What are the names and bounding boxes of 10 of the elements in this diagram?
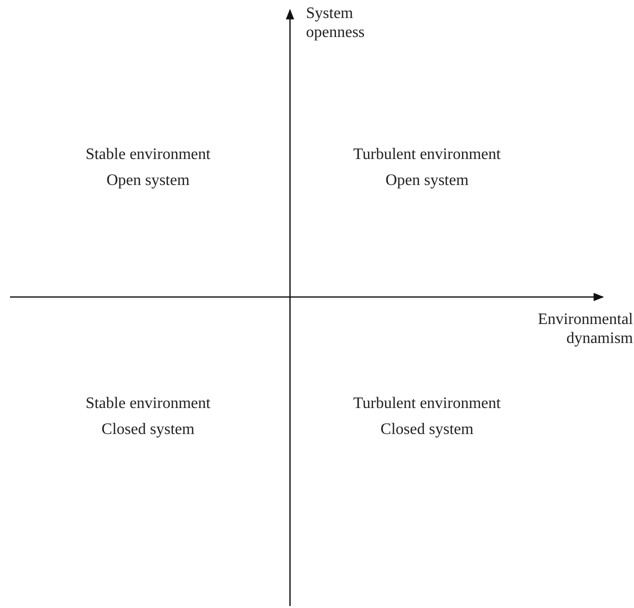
quadrant-label: Stable environment — [86, 394, 210, 413]
quadrant-label: Turbulent environment — [353, 394, 501, 413]
quadrant-label: Open system — [106, 171, 190, 190]
axis-label: System openness — [306, 4, 366, 42]
quadrant-label: Stable environment — [86, 145, 210, 164]
quadrant-label: Closed system — [102, 420, 194, 439]
axis-label: Environmental dynamism — [536, 310, 633, 348]
quadrant-label: Open system — [385, 171, 469, 190]
quadrant-label: Closed system — [380, 420, 474, 439]
quadrant-label: Turbulent environment — [353, 145, 501, 164]
